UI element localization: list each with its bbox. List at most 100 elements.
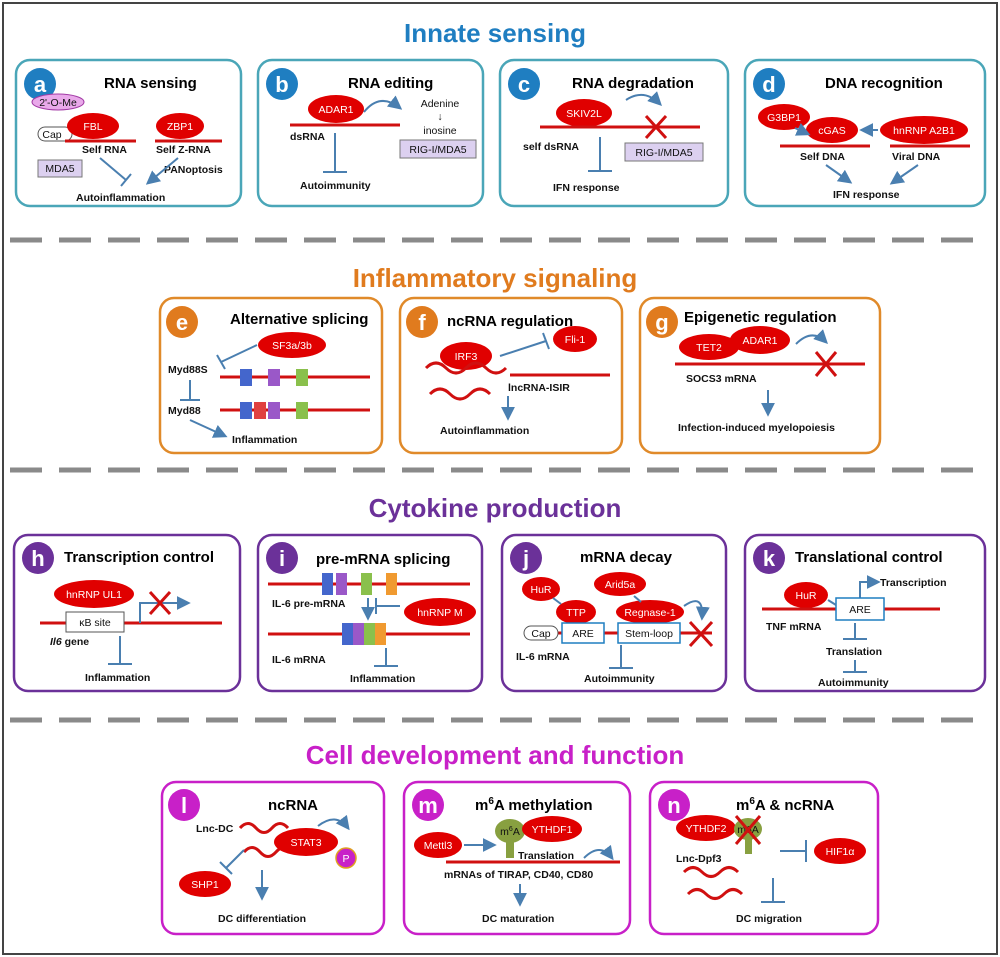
fbl-label: FBL xyxy=(83,121,102,133)
hnrnp-m-protein xyxy=(404,598,476,626)
translation-label: Translation xyxy=(518,850,574,862)
adar1-protein xyxy=(308,95,364,123)
inhibit-line xyxy=(99,157,127,181)
adar1-protein xyxy=(730,326,790,354)
rig-mda5-label: RIG-I/MDA5 xyxy=(409,144,466,156)
panel-letter-badge xyxy=(510,542,542,574)
panel-outcome: Inflammation xyxy=(232,434,297,446)
adar1-label: ADAR1 xyxy=(742,335,777,347)
kb-site-box xyxy=(65,611,125,633)
panel-title: pre-mRNA splicing xyxy=(316,551,450,568)
exon xyxy=(361,573,372,595)
block-mark xyxy=(734,815,762,845)
inosine-label: inosine xyxy=(423,125,456,137)
m6a-stalk xyxy=(506,840,514,858)
exon xyxy=(268,402,280,419)
block-mark xyxy=(814,351,838,377)
dsrna-label: dsRNA xyxy=(290,131,325,143)
m6a-a: A xyxy=(513,826,520,838)
lncrna-helix xyxy=(424,361,508,375)
tet2-protein xyxy=(679,334,739,360)
exon xyxy=(342,623,353,645)
panel-a-rna-sensing: a RNA sensing 2'-O-Me Cap FBL Self RNA M… xyxy=(14,58,243,208)
panel-letter-badge xyxy=(166,306,198,338)
hnrnp-ul1-label: hnRNP UL1 xyxy=(66,589,122,601)
panel-letter-badge xyxy=(753,68,785,100)
exon xyxy=(296,369,308,386)
mettl3-label: Mettl3 xyxy=(424,840,453,852)
inhibit-bar xyxy=(219,861,233,875)
stem-loop-box xyxy=(617,622,681,644)
panel-title: Epigenetic regulation xyxy=(684,309,837,326)
title-superscript: 6 xyxy=(749,796,755,807)
panel-outcome: DC differentiation xyxy=(218,913,306,925)
hur-protein xyxy=(522,577,560,601)
socs3-label: SOCS3 mRNA xyxy=(686,373,757,385)
binding-line xyxy=(827,599,837,606)
il6-mrna-label: IL-6 mRNA xyxy=(516,651,570,663)
panel-outcome: IFN response xyxy=(833,189,900,201)
exon xyxy=(240,369,252,386)
panel-b-rna-editing: b RNA editing ADAR1 dsRNA Adenine ↓ inos… xyxy=(256,58,485,208)
transcription-arrow xyxy=(139,596,191,623)
myd88s-label: Myd88S xyxy=(168,364,208,376)
panel-i-pre-mrna-splicing: i pre-mRNA splicing IL-6 pre-mRNA hnRNP … xyxy=(256,533,484,693)
shp1-protein xyxy=(179,871,231,897)
lnc-dc-label: Lnc-DC xyxy=(196,823,234,835)
panel-outcome: Autoimmunity xyxy=(818,677,889,689)
inhibit-line xyxy=(633,595,642,603)
phosphorylation-arrow xyxy=(317,814,350,831)
inhibit-bar xyxy=(120,173,132,187)
title-m: m xyxy=(475,797,488,814)
cap-shape xyxy=(37,126,73,142)
panel-letter-badge xyxy=(646,306,678,338)
panel-letter: m xyxy=(418,793,438,818)
regulation-arrow xyxy=(795,329,828,345)
cap-label: Cap xyxy=(42,129,61,141)
title-superscript: 6 xyxy=(488,796,494,807)
hur-protein xyxy=(784,582,828,608)
panel-l-ncrna: l ncRNA Lnc-DC STAT3 P SHP1 DC different… xyxy=(160,780,386,936)
are-label: ARE xyxy=(849,604,871,616)
sf3-protein xyxy=(258,332,326,358)
panel-letter: j xyxy=(522,546,529,571)
adenine-label: Adenine xyxy=(421,98,460,110)
panel-letter: h xyxy=(31,546,44,571)
stat3-protein xyxy=(274,828,338,856)
panel-letter-badge xyxy=(412,789,444,821)
panel-frame xyxy=(256,58,485,208)
lnc-dpf3-label: Lnc-Dpf3 xyxy=(676,853,722,865)
panel-title: m6A methylation xyxy=(475,796,593,814)
adar1-label: ADAR1 xyxy=(318,104,353,116)
hnrnp-m-label: hnRNP M xyxy=(417,607,462,619)
panel-outcome: Autoinflammation xyxy=(76,192,165,204)
exon xyxy=(322,573,333,595)
panel-outcome: Autoinflammation xyxy=(440,425,529,437)
panel-d-dna-recognition: d DNA recognition G3BP1 cGAS hnRNP A2B1 … xyxy=(743,58,987,208)
rig-mda5-label: RIG-I/MDA5 xyxy=(635,147,692,159)
mrna-label: IL-6 mRNA xyxy=(272,654,326,666)
inhibit-line xyxy=(499,340,547,357)
panel-letter-badge xyxy=(753,542,785,574)
inhibit-line xyxy=(552,597,562,605)
mettl3-protein xyxy=(414,832,462,858)
sf3-label: SF3a/3b xyxy=(272,340,312,352)
down-arrow-glyph: ↓ xyxy=(437,111,442,123)
are-box xyxy=(835,597,885,621)
m6a-sup: 6 xyxy=(509,826,513,833)
skiv2l-protein xyxy=(556,99,612,127)
self-dna-label: Self DNA xyxy=(800,151,845,163)
ythdf2-protein xyxy=(676,815,736,841)
panel-outcome: DC maturation xyxy=(482,913,554,925)
title-m: m xyxy=(736,797,749,814)
self-dsrna-label: self dsRNA xyxy=(523,141,579,153)
section-title-cytokine-production: Cytokine production xyxy=(369,493,622,523)
arid5a-label: Arid5a xyxy=(605,579,636,591)
panel-letter-badge xyxy=(658,789,690,821)
hnrnp-a2b1-label: hnRNP A2B1 xyxy=(893,125,955,137)
lncrna-isir-label: lncRNA-ISIR xyxy=(508,382,570,394)
exon xyxy=(268,369,280,386)
panel-letter: g xyxy=(655,310,668,335)
